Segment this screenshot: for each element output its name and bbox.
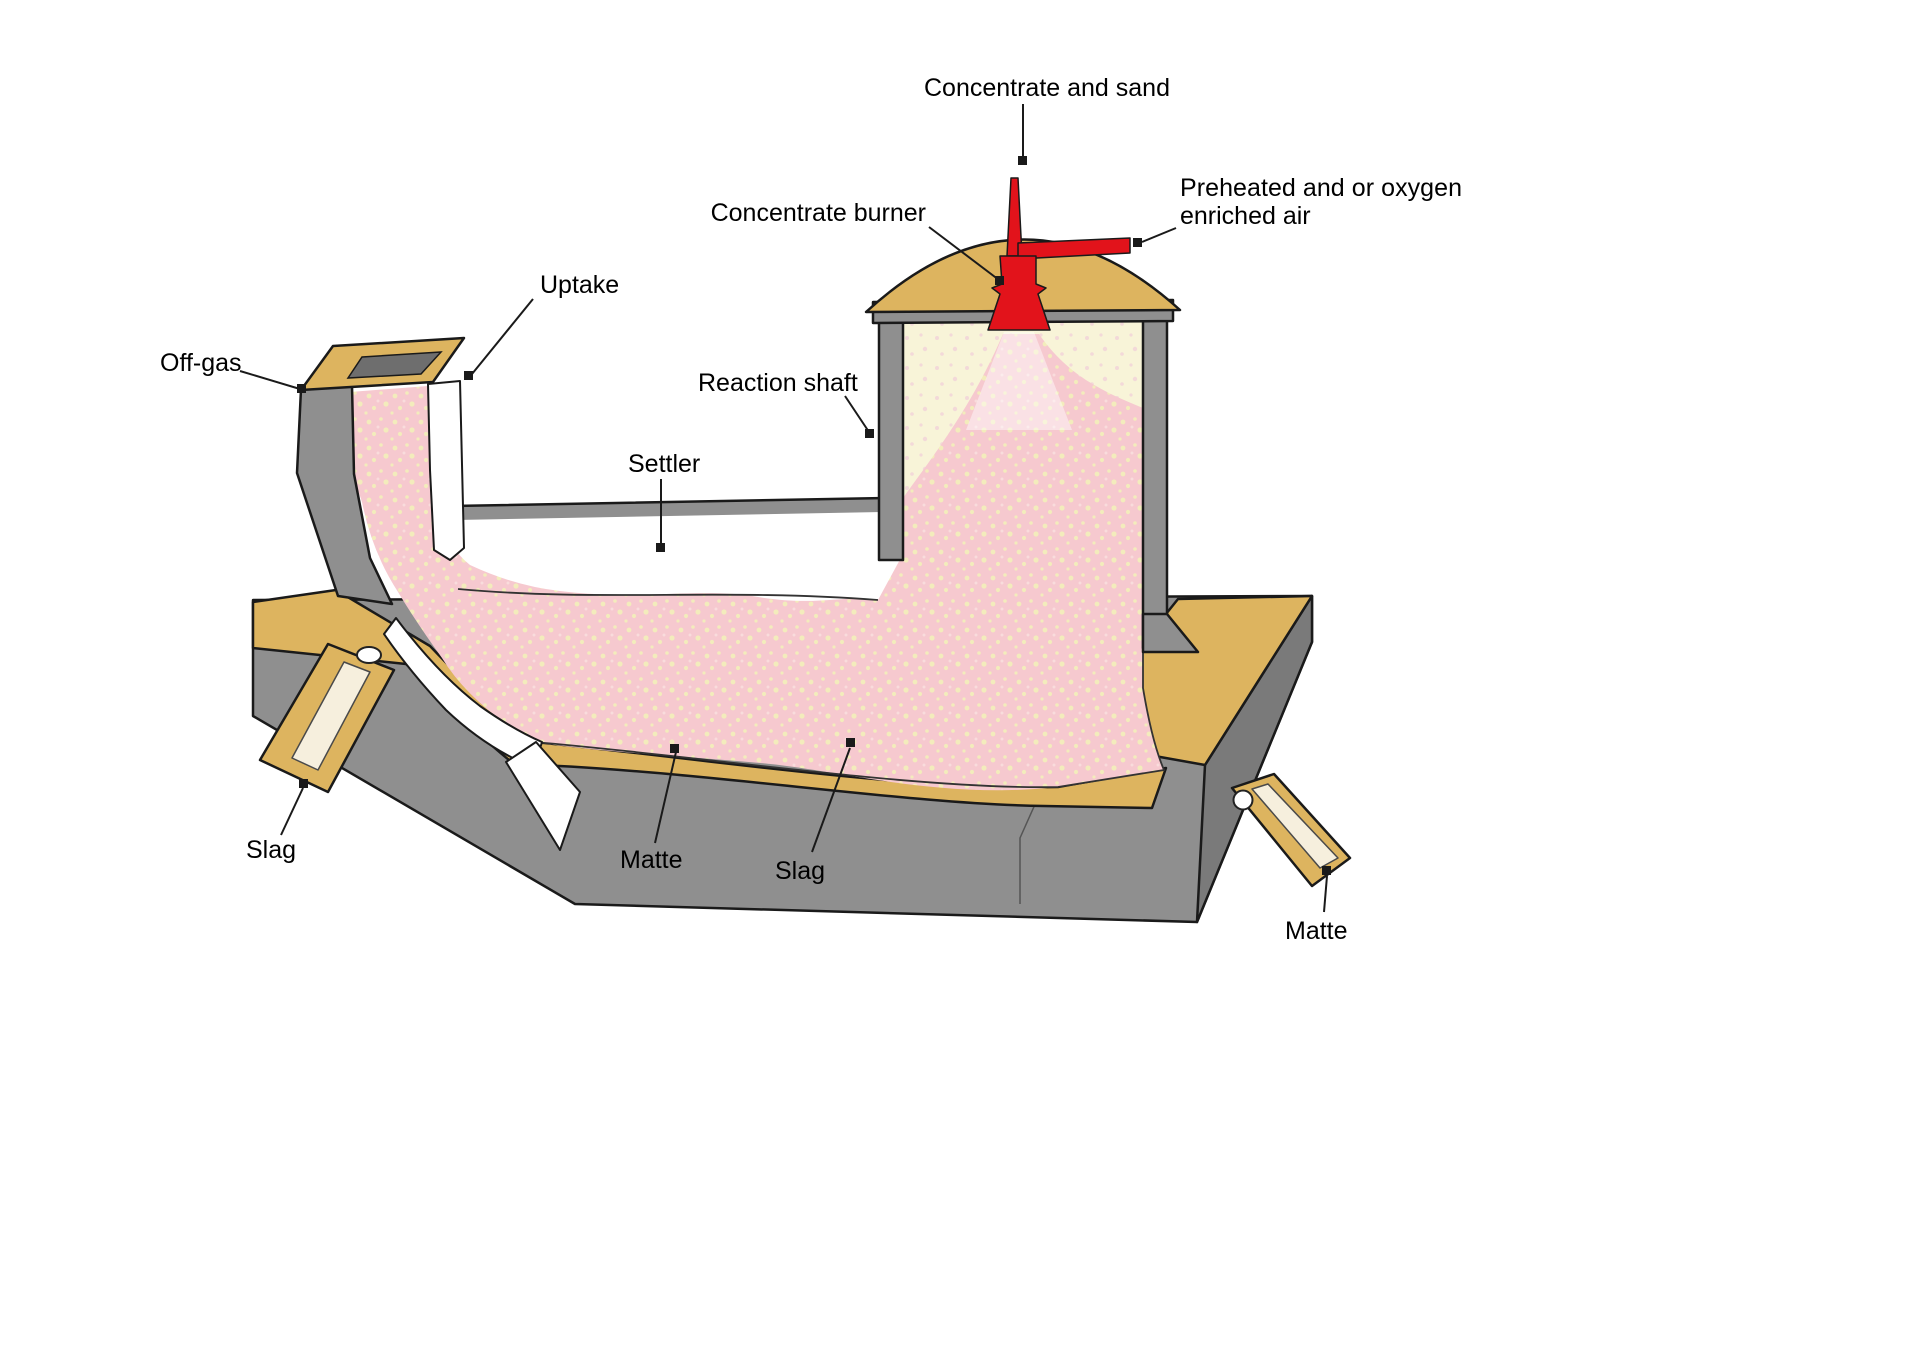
- matte-right-leader: [1323, 875, 1328, 913]
- concentrate-and-sand-label: Concentrate and sand: [924, 74, 1170, 102]
- matte-center-marker: [670, 744, 679, 753]
- matte-launder-channel: [1251, 783, 1339, 869]
- matte-taphole: [1232, 789, 1254, 811]
- off-gas-leader: [239, 370, 301, 390]
- uptake-left-wall: [295, 384, 394, 606]
- concentrate-burner-body: [987, 255, 1051, 331]
- slag-center-leader: [811, 747, 851, 853]
- reaction-shaft-label: Reaction shaft: [698, 369, 858, 397]
- uptake-marker: [464, 371, 473, 380]
- slag-launder-channel: [291, 661, 371, 771]
- slag-center-label: Slag: [775, 857, 825, 885]
- reaction-shaft-right-wall: [1141, 301, 1169, 650]
- uptake-label: Uptake: [540, 271, 619, 299]
- preheated-air-label-line1: Preheated and or oxygen: [1180, 174, 1462, 202]
- preheated-air-label-line2: enriched air: [1180, 202, 1311, 230]
- slag-taphole: [356, 646, 382, 664]
- melt-bottom-line: [533, 652, 1166, 789]
- front-wall-notch: [505, 741, 581, 851]
- melt-surface-line: [457, 588, 879, 601]
- off-gas-label: Off-gas: [160, 349, 242, 377]
- slag-left-label: Slag: [246, 836, 296, 864]
- reaction-shaft-marker: [865, 429, 874, 438]
- concentrate-burner-label: Concentrate burner: [711, 199, 926, 227]
- burner-spray: [966, 332, 1072, 430]
- settler-label: Settler: [628, 450, 700, 478]
- matte-right-label: Matte: [1285, 917, 1348, 945]
- reaction-shaft-leader: [844, 395, 870, 433]
- slag-center-marker: [846, 738, 855, 747]
- callouts: Concentrate and sand Preheated and or ox…: [160, 74, 1462, 945]
- reaction-shaft-left-wall: [877, 301, 905, 562]
- off-gas-marker: [297, 384, 306, 393]
- air-supply-pipe: [1017, 237, 1131, 260]
- uptake-right-wall: [427, 380, 465, 561]
- settler-back-wall: [456, 512, 882, 604]
- slag-left-marker: [299, 779, 308, 788]
- preheated-air-marker: [1133, 238, 1142, 247]
- uptake-opening: [346, 351, 443, 379]
- matte-right-marker: [1322, 866, 1331, 875]
- reaction-shaft-wall-flare: [1141, 612, 1200, 654]
- concentrate-and-sand-marker: [1018, 156, 1027, 165]
- melt-flame-region: [350, 334, 1164, 791]
- uptake-leader: [471, 298, 534, 375]
- preheated-air-leader: [1141, 227, 1177, 243]
- settler-marker: [656, 543, 665, 552]
- matte-center-leader: [654, 751, 677, 844]
- concentrate-burner-marker: [995, 276, 1004, 285]
- matte-center-label: Matte: [620, 846, 683, 874]
- slag-left-leader: [280, 787, 304, 836]
- concentrate-burner-leader: [928, 226, 1000, 281]
